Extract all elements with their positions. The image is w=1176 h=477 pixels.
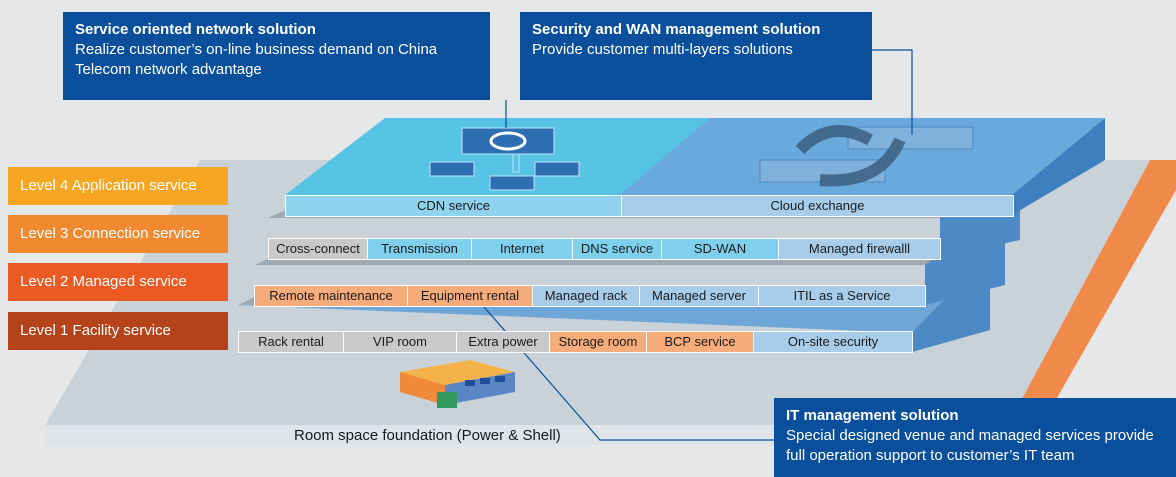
cross-connect: Cross-connect (268, 238, 368, 260)
extra-power: Extra power (456, 331, 550, 353)
router-icon (429, 127, 580, 191)
security-solution-title: Security and WAN management solution (532, 21, 821, 38)
managed-firewall: Managed firewalll (778, 238, 941, 260)
internet: Internet (471, 238, 573, 260)
level-1-label: Level 1 Facility service (8, 312, 228, 350)
building-icon (400, 360, 515, 408)
vip-room: VIP room (343, 331, 457, 353)
rack-rental: Rack rental (238, 331, 344, 353)
dns-service: DNS service (572, 238, 662, 260)
network-solution-text: Realize customer’s on-line business dema… (75, 41, 438, 78)
itil-as-a-service: ITIL as a Service (758, 285, 926, 307)
cdn-service: CDN service (285, 195, 622, 217)
network-solution-callout: Service oriented network solution Realiz… (63, 12, 490, 100)
managed-server: Managed server (639, 285, 759, 307)
room-space-foundation: Room space foundation (Power & Shell) (294, 427, 561, 444)
platform-orange-edge (1008, 160, 1176, 445)
equipment-rental: Equipment rental (407, 285, 533, 307)
security-solution-text: Provide customer multi-layers solutions (532, 41, 793, 58)
it-solution-title: IT management solution (786, 407, 959, 424)
transmission: Transmission (367, 238, 472, 260)
storage-room: Storage room (549, 331, 647, 353)
layer4-side (1012, 118, 1105, 215)
level-2-label: Level 2 Managed service (8, 263, 228, 301)
level-4-label: Level 4 Application service (8, 167, 228, 205)
security-solution-callout: Security and WAN management solution Pro… (520, 12, 872, 100)
remote-maintenance: Remote maintenance (254, 285, 408, 307)
cloud-exchange: Cloud exchange (621, 195, 1014, 217)
sd-wan: SD-WAN (661, 238, 779, 260)
managed-rack: Managed rack (532, 285, 640, 307)
it-solution-callout: IT management solution Special designed … (774, 398, 1176, 477)
bcp-service: BCP service (646, 331, 754, 353)
layer4-top-cloud (620, 118, 1105, 195)
network-solution-title: Service oriented network solution (75, 21, 316, 38)
server-stack-icon (759, 125, 974, 187)
level-3-label: Level 3 Connection service (8, 215, 228, 253)
it-solution-text: Special designed venue and managed servi… (786, 427, 1154, 464)
on-site-security: On-site security (753, 331, 913, 353)
